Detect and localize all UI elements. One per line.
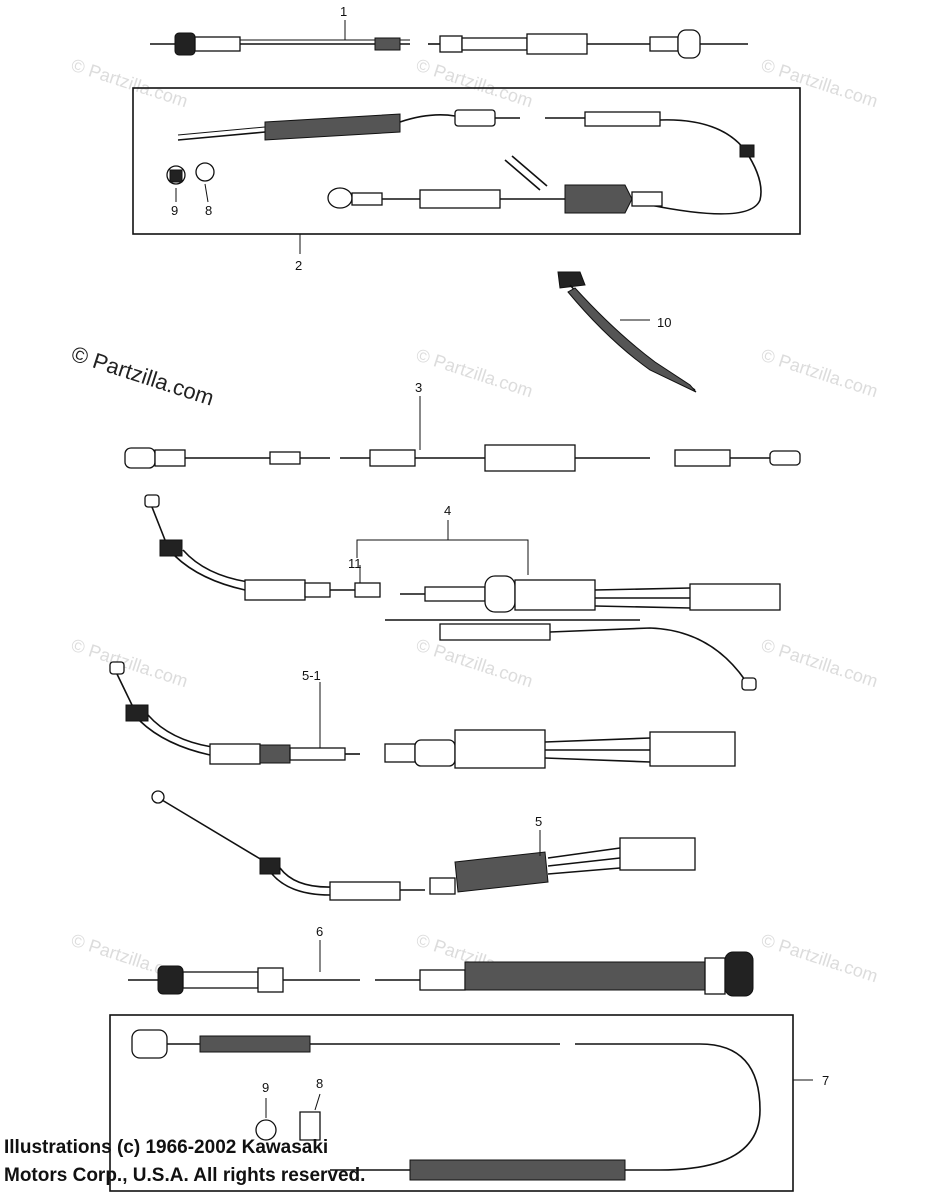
callout-1: 1 bbox=[340, 4, 347, 19]
watermark: © Partzilla.com bbox=[414, 345, 536, 402]
cable-part-4 bbox=[144, 494, 781, 691]
cable-part-7 bbox=[109, 1014, 813, 1192]
callout-5: 5 bbox=[535, 814, 542, 829]
callout-2: 2 bbox=[295, 258, 302, 273]
cable-part-5 bbox=[151, 790, 696, 901]
callout-10: 10 bbox=[657, 315, 671, 330]
callout-7: 7 bbox=[822, 1073, 829, 1088]
watermark: © Partzilla.com bbox=[69, 55, 191, 112]
callout-6: 6 bbox=[316, 924, 323, 939]
watermark: © Partzilla.com bbox=[69, 635, 191, 692]
cable-part-1 bbox=[150, 20, 748, 59]
watermark: © Partzilla.com bbox=[759, 55, 881, 112]
copyright-line-1: Illustrations (c) 1966-2002 Kawasaki bbox=[4, 1137, 329, 1158]
watermark-main: © Partzilla.com bbox=[68, 341, 217, 411]
watermark: © Partzilla.com bbox=[759, 930, 881, 987]
cable-part-3 bbox=[124, 396, 801, 472]
callout-9: 9 bbox=[262, 1080, 269, 1095]
callout-5-1: 5-1 bbox=[302, 668, 321, 683]
callout-9: 9 bbox=[171, 203, 178, 218]
copyright-notice: Illustrations (c) 1966-2002 Kawasaki Mot… bbox=[4, 1134, 365, 1190]
watermark: © Partzilla.com bbox=[759, 345, 881, 402]
callout-8: 8 bbox=[316, 1076, 323, 1091]
watermark: © Partzilla.com bbox=[414, 635, 536, 692]
callout-8: 8 bbox=[205, 203, 212, 218]
cable-part-2 bbox=[132, 87, 801, 254]
cable-part-6 bbox=[128, 940, 754, 997]
callout-3: 3 bbox=[415, 380, 422, 395]
watermark: © Partzilla.com bbox=[414, 55, 536, 112]
watermark: © Partzilla.com bbox=[759, 635, 881, 692]
callout-4: 4 bbox=[444, 503, 451, 518]
cable-part-5-1 bbox=[109, 661, 736, 769]
callout-11: 11 bbox=[348, 556, 362, 571]
strap-part-10 bbox=[557, 271, 697, 393]
callout-labels: 1 2 9 8 10 3 4 11 5-1 5 6 7 9 8 bbox=[171, 4, 829, 1095]
copyright-line-2: Motors Corp., U.S.A. All rights reserved… bbox=[4, 1165, 366, 1186]
